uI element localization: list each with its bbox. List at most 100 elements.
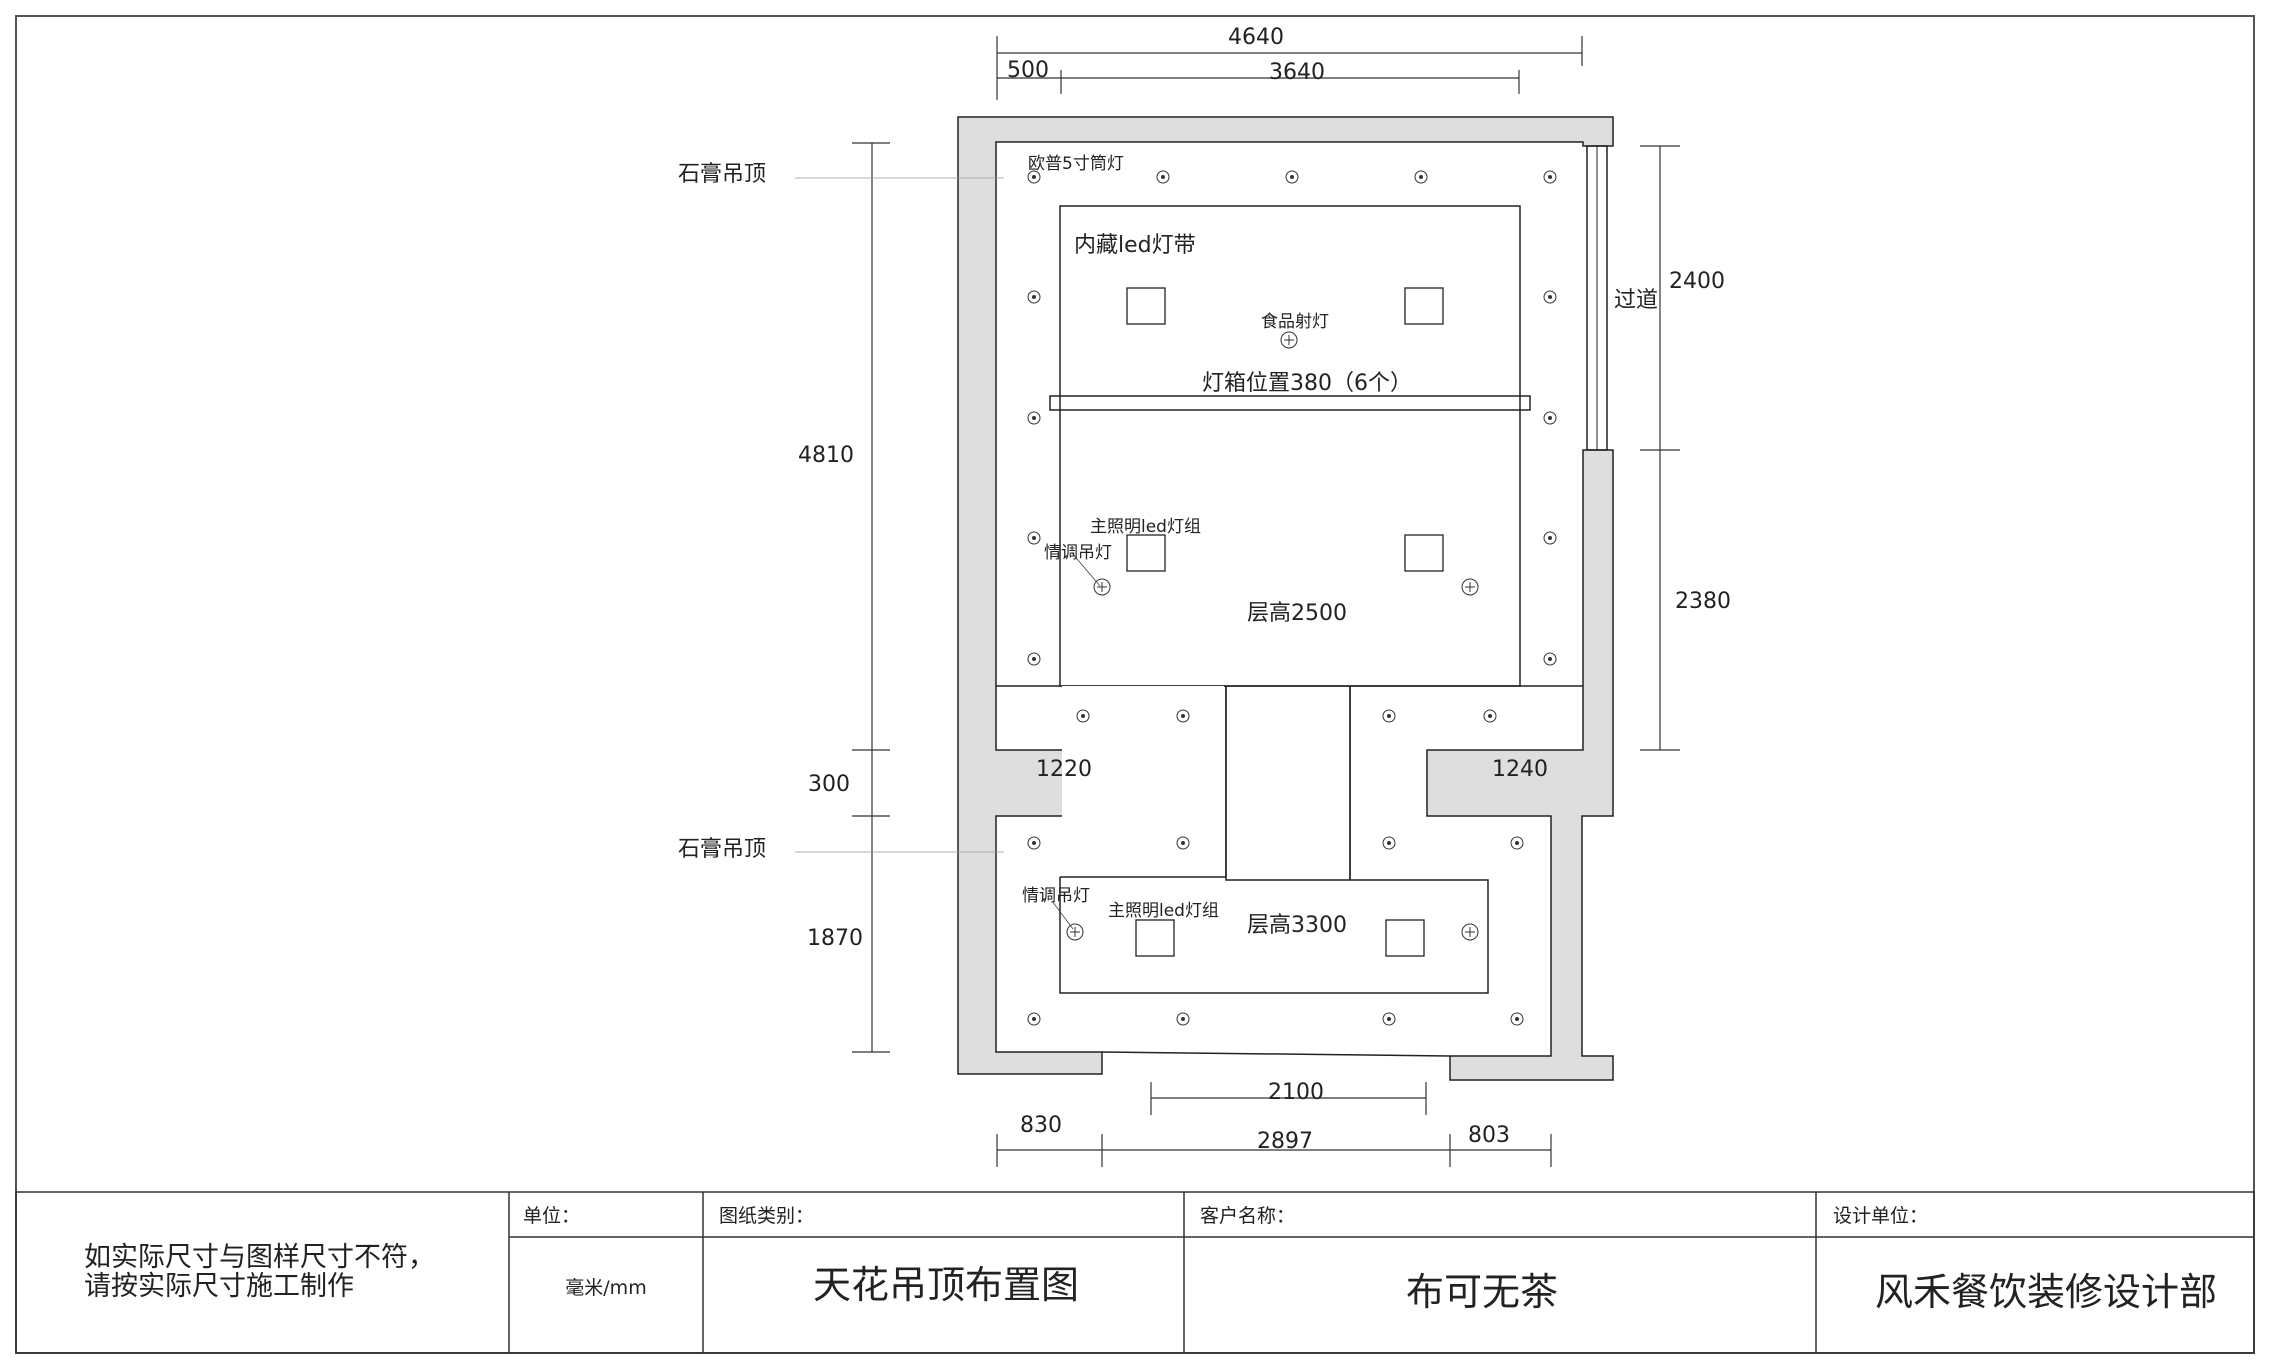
client-label: 客户名称： xyxy=(1200,1205,1295,1227)
downlight-dot xyxy=(1181,841,1185,845)
downlight-icon xyxy=(1176,1012,1190,1026)
pendant-light-icon xyxy=(1461,578,1479,596)
downlight-icon xyxy=(1543,531,1557,545)
label-floor-height-lower: 层高3300 xyxy=(1247,913,1347,938)
downlight-icon xyxy=(1382,836,1396,850)
downlight-dot xyxy=(1515,841,1519,845)
label-gypsum-upper: 石膏吊顶 xyxy=(678,162,766,187)
lightbox-strip xyxy=(1049,395,1531,411)
downlight-icon xyxy=(1543,290,1557,304)
label-hidden-led: 内藏led灯带 xyxy=(1074,233,1196,258)
pendant-light-cross xyxy=(1465,582,1475,592)
designer-label: 设计单位： xyxy=(1833,1205,1928,1227)
dim-left-height: 4810 xyxy=(798,443,854,468)
pendant-light-cross xyxy=(1097,582,1107,592)
downlight-dot xyxy=(1032,841,1036,845)
led-panel xyxy=(1404,287,1444,325)
downlight-icon xyxy=(1027,652,1041,666)
dim-total-width: 4640 xyxy=(1228,25,1284,50)
downlight-dot xyxy=(1548,536,1552,540)
leader-mood-pendant-lower xyxy=(1051,900,1074,930)
dimension-text: 4640 500 3640 4810 300 1870 2400 2380 12… xyxy=(798,25,1731,1154)
unit-label: 单位： xyxy=(523,1205,580,1227)
pendant-light-icon xyxy=(1093,578,1111,596)
downlight-dot xyxy=(1032,657,1036,661)
downlight-dot xyxy=(1419,175,1423,179)
downlight-dot xyxy=(1387,841,1391,845)
unit-value: 毫米/mm xyxy=(565,1277,646,1299)
downlight-icon xyxy=(1027,411,1041,425)
downlight-dot xyxy=(1032,295,1036,299)
dim-bottom-mid: 2897 xyxy=(1257,1129,1313,1154)
dim-lower-height: 1870 xyxy=(807,926,863,951)
note-line1: 如实际尺寸与图样尺寸不符， xyxy=(84,1242,435,1273)
downlight-icon xyxy=(1543,411,1557,425)
downlight-dot xyxy=(1032,175,1036,179)
downlight-icon xyxy=(1285,170,1299,184)
downlight-dot xyxy=(1387,1017,1391,1021)
downlight-icon xyxy=(1176,709,1190,723)
drawing-type-label: 图纸类别： xyxy=(719,1205,814,1227)
drawing-type-value: 天花吊顶布置图 xyxy=(813,1263,1079,1307)
dim-right-upper: 2400 xyxy=(1669,269,1725,294)
led-panel xyxy=(1404,534,1444,572)
downlight-dot xyxy=(1515,1017,1519,1021)
label-mood-pendant-upper: 情调吊灯 xyxy=(1044,543,1112,563)
downlight-dot xyxy=(1032,416,1036,420)
dim-bottom-right: 803 xyxy=(1468,1123,1510,1148)
dim-right-lower: 2380 xyxy=(1675,589,1731,614)
designer-value: 风禾餐饮装修设计部 xyxy=(1875,1270,2217,1314)
leader-lines xyxy=(795,177,1101,930)
dimension-lines xyxy=(852,36,1680,1167)
downlight-dot xyxy=(1032,1017,1036,1021)
sheet-border xyxy=(15,15,2255,1354)
label-downlight: 欧普5寸筒灯 xyxy=(1028,154,1124,174)
lower-room-bottom-line xyxy=(1101,1051,1451,1057)
downlight-icon xyxy=(1076,709,1090,723)
downlight-icon xyxy=(1027,1012,1041,1026)
downlight-dot xyxy=(1032,536,1036,540)
downlight-dot xyxy=(1488,714,1492,718)
corridor-door xyxy=(1586,145,1608,451)
downlight-icon xyxy=(1483,709,1497,723)
title-block-border xyxy=(15,1191,2255,1354)
downlight-dot xyxy=(1161,175,1165,179)
leader-mood-pendant-upper xyxy=(1071,552,1101,587)
pendant-light-icon xyxy=(1461,923,1479,941)
downlight-dot xyxy=(1181,714,1185,718)
led-panel xyxy=(1126,287,1166,325)
client-value: 布可无茶 xyxy=(1406,1270,1558,1314)
label-floor-height-upper: 层高2500 xyxy=(1247,601,1347,626)
downlight-icon xyxy=(1543,652,1557,666)
label-food-spotlight: 食品射灯 xyxy=(1261,312,1329,332)
downlight-icon xyxy=(1382,709,1396,723)
downlight-icon xyxy=(1176,836,1190,850)
note-line2: 请按实际尺寸施工制作 xyxy=(84,1271,354,1302)
pendant-light-icon xyxy=(1280,331,1298,349)
downlight-icon xyxy=(1027,836,1041,850)
label-mood-pendant-lower: 情调吊灯 xyxy=(1022,886,1090,906)
downlight-icon xyxy=(1027,531,1041,545)
pendant-light-cross xyxy=(1284,335,1294,345)
title-block-text: 如实际尺寸与图样尺寸不符， 请按实际尺寸施工制作 单位： 毫米/mm 图纸类别：… xyxy=(84,1205,2217,1314)
led-panel xyxy=(1385,919,1425,957)
dim-gap-height: 300 xyxy=(808,772,850,797)
dim-mid-right: 1240 xyxy=(1492,757,1548,782)
downlights xyxy=(1027,170,1557,1026)
downlight-dot xyxy=(1548,416,1552,420)
upper-ceiling-recess xyxy=(1059,205,1521,687)
downlight-dot xyxy=(1548,175,1552,179)
led-panel xyxy=(1126,534,1166,572)
downlight-dot xyxy=(1181,1017,1185,1021)
label-main-led-upper: 主照明led灯组 xyxy=(1090,517,1201,537)
label-gypsum-lower: 石膏吊顶 xyxy=(678,837,766,862)
pendant-light-cross xyxy=(1070,927,1080,937)
downlight-icon xyxy=(1414,170,1428,184)
label-lightbox: 灯箱位置380（6个） xyxy=(1202,371,1412,396)
annotation-labels: 石膏吊顶 石膏吊顶 欧普5寸筒灯 内藏led灯带 食品射灯 灯箱位置380（6个… xyxy=(678,154,1658,938)
dim-inner-width: 3640 xyxy=(1269,60,1325,85)
downlight-icon xyxy=(1027,170,1041,184)
label-main-led-lower: 主照明led灯组 xyxy=(1108,901,1219,921)
